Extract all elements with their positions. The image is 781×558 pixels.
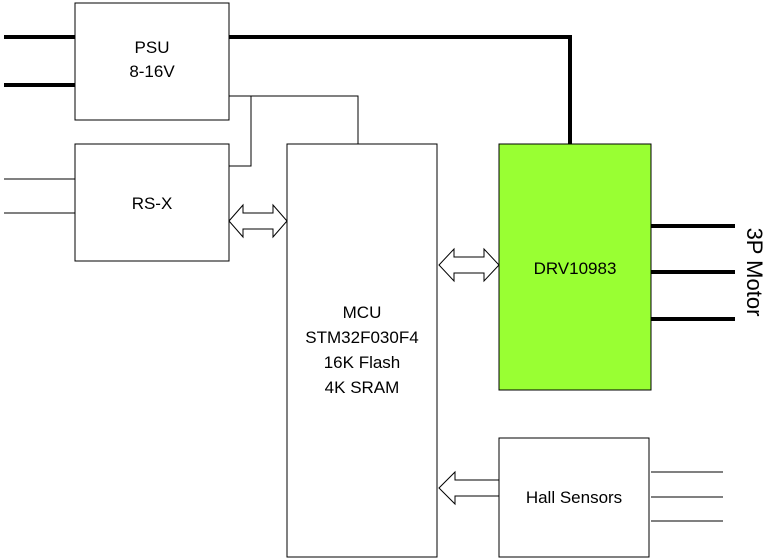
driver-label: DRV10983 <box>534 259 617 278</box>
psu-block: PSU 8-16V <box>74 2 230 121</box>
psu-label: PSU <box>135 38 170 57</box>
rsx-mcu-double-arrow <box>228 203 288 239</box>
hall-sensors-box <box>498 437 650 558</box>
mcu-label: MCU <box>343 303 382 322</box>
motor-label: 3P Motor <box>742 228 767 317</box>
psu-box <box>74 2 230 121</box>
psu-voltage-label: 8-16V <box>129 62 175 81</box>
rsx-block: RS-X <box>74 143 230 262</box>
mcu-flash-label: 16K Flash <box>324 353 401 372</box>
psu-to-mcu-line <box>229 95 359 144</box>
mcu-driver-double-arrow <box>438 247 500 283</box>
driver-block: DRV10983 <box>498 143 652 391</box>
rsx-label: RS-X <box>132 194 173 213</box>
mcu-box <box>286 143 438 558</box>
hall-to-mcu-arrow <box>438 470 500 506</box>
mcu-block: MCU STM32F030F4 16K Flash 4K SRAM <box>286 143 438 558</box>
mcu-sram-label: 4K SRAM <box>325 378 400 397</box>
hall-sensors-block: Hall Sensors <box>498 437 650 558</box>
hall-sensors-label: Hall Sensors <box>526 488 622 507</box>
driver-box <box>498 143 652 391</box>
mcu-part-label: STM32F030F4 <box>305 328 418 347</box>
rsx-box <box>74 143 230 262</box>
psu-to-rsx-line <box>229 96 252 167</box>
psu-to-driver-power-line <box>229 35 572 145</box>
